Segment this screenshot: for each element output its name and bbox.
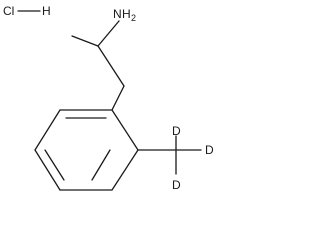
hydrogen-label: H (42, 4, 51, 18)
amine-hydrogen-count: 2 (131, 13, 136, 23)
hcl-salt: Cl H (3, 4, 51, 18)
deuterium-label-1: D (172, 124, 181, 138)
ring-bond-5 (34, 149, 61, 191)
nitrogen-label: N (113, 7, 122, 21)
amine-group: N H 2 (113, 7, 136, 23)
bond-ch-n (97, 20, 120, 47)
deuterium-label-3: D (172, 178, 181, 192)
side-chain (71, 20, 125, 87)
chemical-structure: Cl H N H 2 D D D (3, 4, 214, 192)
bond-ch-methyl (71, 35, 99, 47)
ring-bond-3 (111, 149, 139, 191)
ring-bond-2 (111, 109, 139, 151)
chlorine-label: Cl (3, 4, 14, 18)
ring-double-bond-1 (91, 149, 111, 181)
ring-double-bond-2 (44, 149, 65, 181)
ring-bond-6 (34, 109, 61, 151)
bond-ch-ch2 (97, 45, 125, 87)
ring-bond-1 (111, 85, 125, 111)
deuterium-label-2: D (205, 143, 214, 157)
benzene-ring (34, 85, 139, 191)
cd3-group: D D D (137, 124, 214, 192)
amine-hydrogen-label: H (122, 7, 131, 21)
